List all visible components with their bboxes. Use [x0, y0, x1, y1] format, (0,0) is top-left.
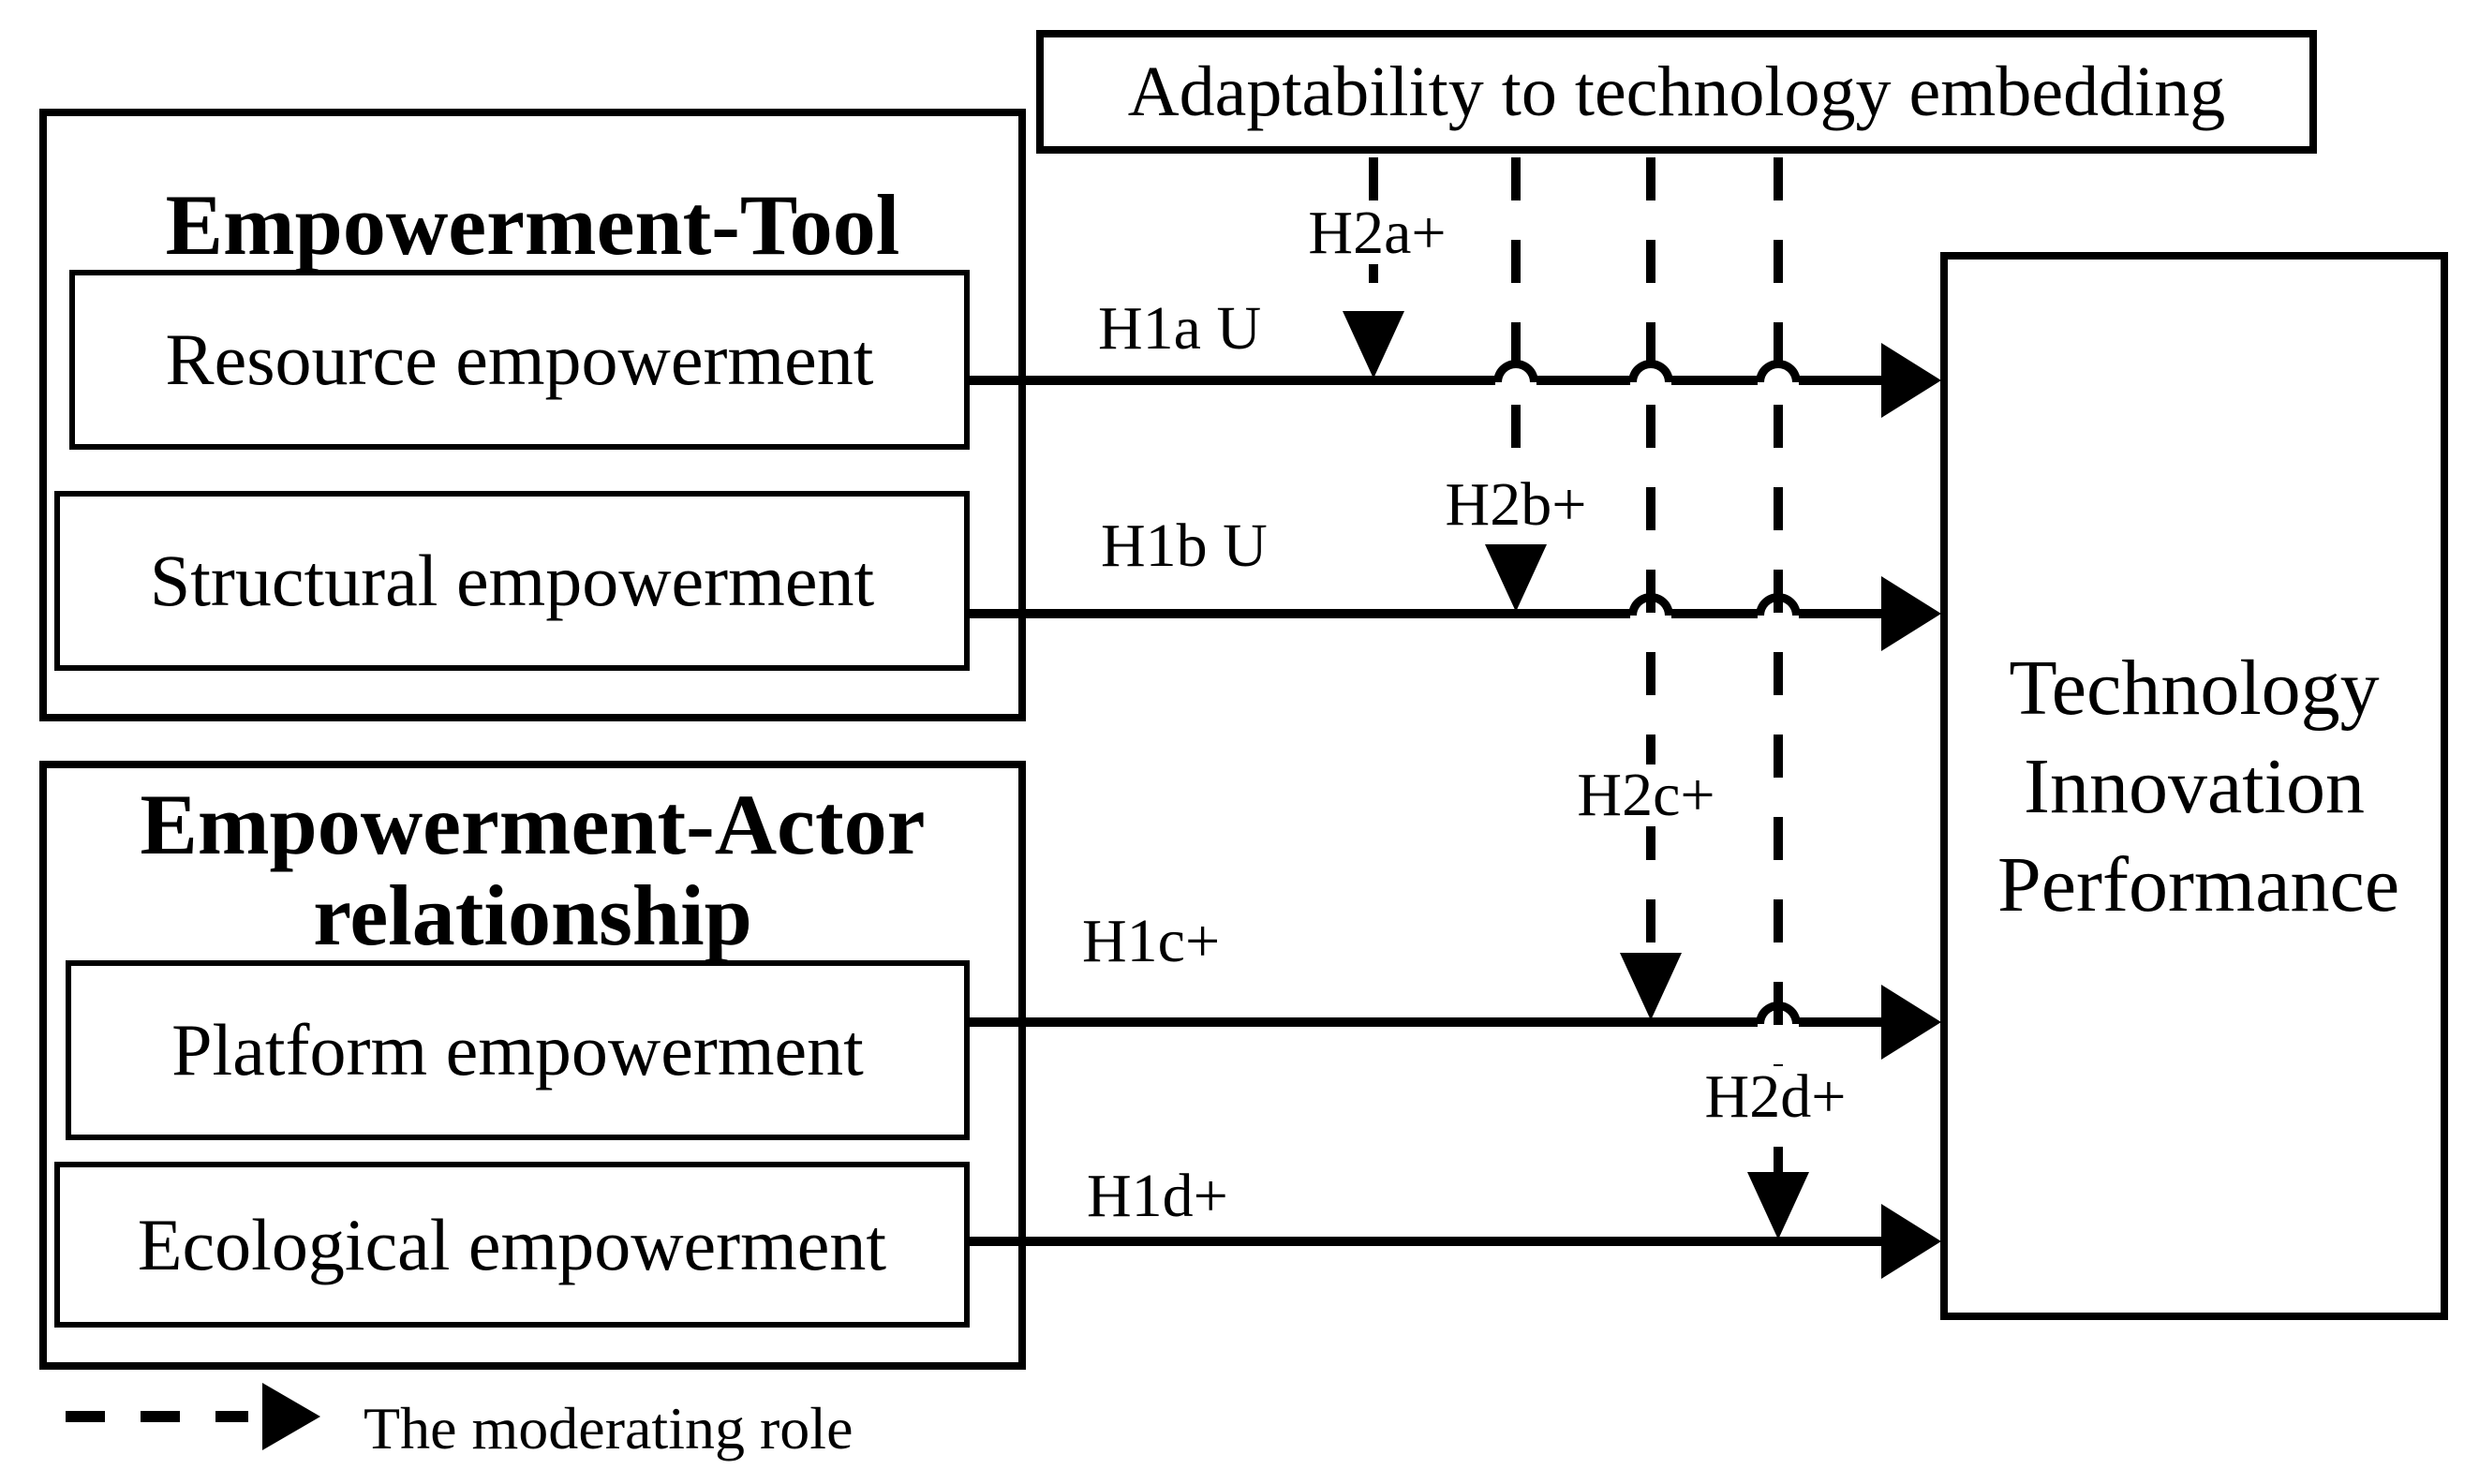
- label-h1d: H1d+: [1087, 1162, 1228, 1230]
- moderation-arrowhead-h2b-icon: [1485, 544, 1547, 612]
- arrow-h1a: [965, 376, 1495, 385]
- line-hop: [1756, 360, 1801, 382]
- line-hop: [1628, 593, 1673, 616]
- resource-empowerment-box: Resource empowerment: [69, 270, 970, 450]
- moderation-arrowhead-h2c-icon: [1620, 953, 1682, 1020]
- moderation-line-h2c: [1646, 157, 1655, 953]
- group-empowerment-tool-title: Empowerment-Tool: [165, 177, 900, 273]
- arrow-h1c-head-icon: [1881, 985, 1941, 1060]
- resource-empowerment-label: Resource empowerment: [165, 319, 874, 400]
- arrow-h1c: [1799, 1017, 1885, 1027]
- moderation-arrowhead-h2a-icon: [1343, 311, 1404, 378]
- outcome-box: Technology Innovation Performance: [1940, 252, 2448, 1320]
- moderation-arrowhead-h2d-icon: [1747, 1172, 1809, 1239]
- arrow-h1b: [1799, 609, 1885, 618]
- line-hop: [1756, 1002, 1801, 1024]
- label-h2c: H2c+: [1569, 764, 1723, 826]
- label-h2a: H2a+: [1300, 202, 1454, 264]
- arrow-h1a-head-icon: [1881, 343, 1941, 418]
- group-empowerment-actor-title: Empowerment-Actor relationship: [140, 777, 926, 963]
- platform-empowerment-label: Platform empowerment: [171, 1009, 864, 1091]
- structural-empowerment-label: Structural empowerment: [149, 540, 875, 621]
- arrow-h1b: [1671, 609, 1758, 618]
- structural-empowerment-box: Structural empowerment: [54, 491, 970, 671]
- platform-empowerment-box: Platform empowerment: [66, 960, 970, 1140]
- legend-dashed-line-icon: [66, 1411, 248, 1422]
- label-h2b: H2b+: [1437, 474, 1595, 536]
- label-h2d: H2d+: [1697, 1066, 1854, 1128]
- line-hop: [1493, 360, 1538, 382]
- line-hop: [1628, 360, 1673, 382]
- legend-arrowhead-icon: [262, 1383, 320, 1450]
- arrow-h1d-head-icon: [1881, 1204, 1941, 1279]
- legend-label: The moderating role: [364, 1395, 854, 1462]
- label-h1b: H1b U: [1101, 512, 1268, 580]
- arrow-h1a: [1671, 376, 1758, 385]
- moderator-box-label: Adaptability to technology embedding: [1127, 52, 2226, 131]
- arrow-h1a: [1799, 376, 1885, 385]
- ecological-empowerment-box: Ecological empowerment: [54, 1162, 970, 1328]
- line-hop: [1756, 593, 1801, 616]
- moderation-line-h2d: [1774, 157, 1783, 1172]
- arrow-h1b-head-icon: [1881, 576, 1941, 651]
- label-h1a: H1a U: [1098, 294, 1262, 363]
- arrow-h1d: [965, 1237, 1885, 1246]
- moderator-box: Adaptability to technology embedding: [1036, 30, 2317, 154]
- moderation-line-h2b: [1511, 157, 1521, 544]
- outcome-box-label: Technology Innovation Performance: [1997, 644, 2400, 928]
- label-h1c: H1c+: [1082, 907, 1221, 975]
- arrow-h1a: [1536, 376, 1630, 385]
- arrow-h1c: [965, 1017, 1758, 1027]
- ecological-empowerment-label: Ecological empowerment: [137, 1203, 887, 1285]
- arrow-h1b: [965, 609, 1630, 618]
